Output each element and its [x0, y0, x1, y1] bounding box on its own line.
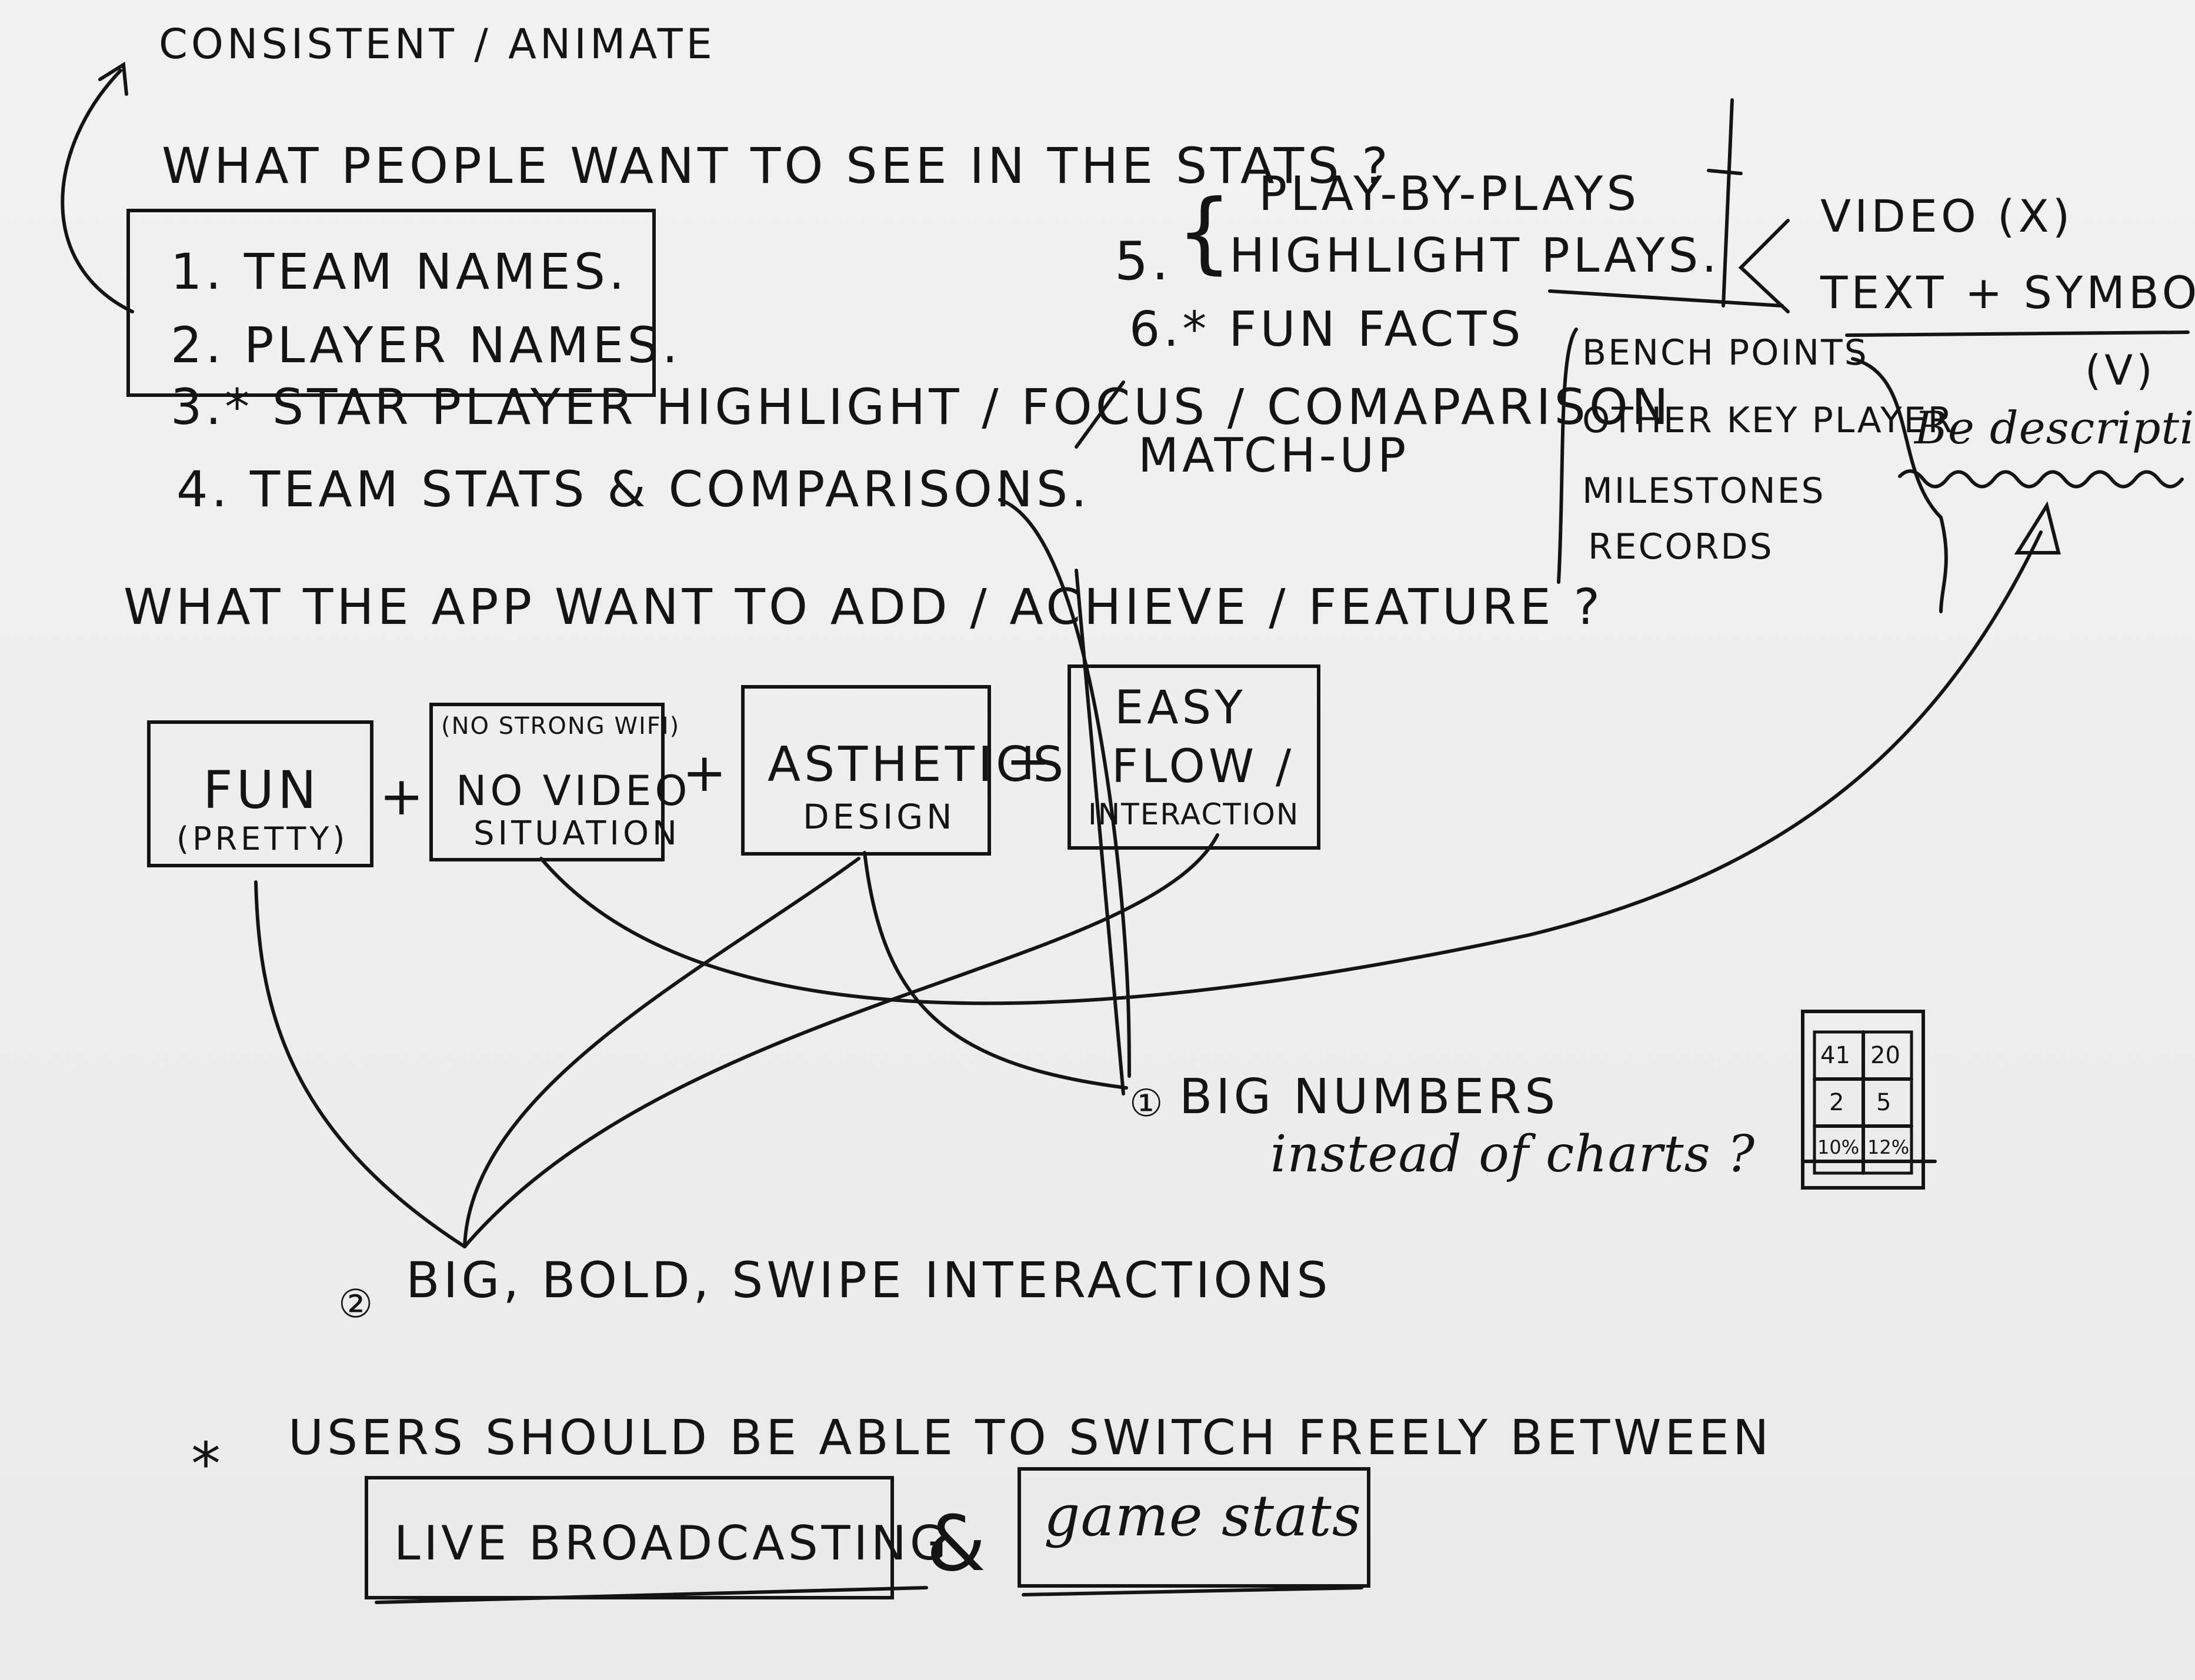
- media-text-symbol-option: TEXT + SYMBOL: [1820, 266, 2195, 319]
- item5-play-by-plays: PLAY-BY-PLAYS: [1259, 166, 1640, 221]
- text-symbol-underline: [1548, 289, 1784, 308]
- plus-2: +: [682, 742, 727, 804]
- triangle-marker: [2014, 501, 2061, 555]
- game-stats-box: [1018, 1467, 1370, 1588]
- item-match-up: MATCH-UP: [1138, 428, 1410, 483]
- grid-cell-41: 41: [1820, 1042, 1850, 1069]
- item5-highlight-plays: HIGHLIGHT PLAYS.: [1229, 228, 1720, 283]
- grid-cell-20: 20: [1870, 1042, 1900, 1069]
- nosignal-to-bignumbers: [1075, 569, 1125, 1095]
- footer-star: *: [191, 1429, 221, 1498]
- big-numbers-marker: ①: [1129, 1082, 1163, 1125]
- fun-fact-records: RECORDS: [1588, 526, 1774, 567]
- descriptive-surround: [1851, 357, 1948, 613]
- live-broadcasting-label: LIVE BROADCASTING: [394, 1516, 950, 1571]
- easy-flow-box-title: EASY: [1115, 682, 1246, 734]
- live-broadcasting-box: [365, 1476, 894, 1599]
- live-underline: [375, 1586, 928, 1604]
- divider-tick: [1707, 169, 1743, 175]
- grid-cell-2: 2: [1829, 1089, 1844, 1116]
- descriptive-wave: [1898, 469, 2184, 489]
- fun-fact-bench-points: BENCH POINTS: [1582, 332, 1869, 373]
- grid-cell-12pct: 12%: [1867, 1136, 1910, 1158]
- text-symbol-underline-2: [1845, 330, 2190, 337]
- fun-box-title: FUN: [203, 760, 320, 820]
- game-underline: [1022, 1586, 1363, 1596]
- star-player-slash: [1075, 380, 1125, 449]
- grid-frame: [1801, 1010, 1925, 1190]
- media-check: (V): [2085, 346, 2156, 395]
- item5-brace: {: [1176, 181, 1233, 283]
- comparisons-curve: [998, 498, 1131, 1078]
- easy-flow-box: [1068, 664, 1320, 850]
- fun-to-swipe: [254, 880, 466, 1248]
- big-numbers-label: BIG NUMBERS: [1179, 1069, 1559, 1125]
- no-video-box: [429, 703, 665, 861]
- long-arrow-to-note: [539, 530, 2043, 1006]
- swipe-label: BIG, BOLD, SWIPE INTERACTIONS: [406, 1251, 1332, 1309]
- fun-box: [147, 720, 373, 867]
- media-video-option: VIDEO (X): [1820, 190, 2074, 242]
- divider-vertical: [1722, 98, 1734, 308]
- app-question: WHAT THE APP WANT TO ADD / ACHIEVE / FEA…: [124, 578, 1604, 636]
- swipe-marker: ②: [338, 1281, 373, 1327]
- no-video-box-wifi: (NO STRONG WIFI): [441, 713, 680, 740]
- plus-1: +: [379, 766, 424, 827]
- no-video-box-sub: SITUATION: [473, 814, 680, 853]
- item-team-names: 1. TEAM NAMES.: [171, 243, 628, 300]
- game-stats-label: game stats: [1044, 1483, 1362, 1549]
- fun-fact-milestones: MILESTONES: [1582, 470, 1826, 512]
- ampersand: &: [926, 1499, 986, 1588]
- grid-cell-10pct: 10%: [1817, 1136, 1860, 1158]
- names-box: [126, 209, 656, 397]
- easy-flow-box-interaction: INTERACTION: [1088, 797, 1300, 831]
- asthetics-box: [741, 685, 991, 856]
- plus-3: +: [1006, 730, 1050, 792]
- fun-box-sub: (PRETTY): [176, 820, 349, 857]
- asthetics-to-bignumbers: [863, 851, 1128, 1090]
- easy-flow-box-flow: FLOW /: [1112, 740, 1295, 793]
- consistent-arrowhead: [98, 61, 128, 96]
- media-note: Be descriptive!: [1914, 402, 2195, 454]
- asthetics-box-title: ASTHETICS: [768, 737, 1068, 793]
- no-video-box-title: NO VIDEO: [456, 767, 691, 815]
- fun-fact-other-key-player: OTHER KEY PLAYER: [1582, 400, 1954, 441]
- grid-cell-5: 5: [1876, 1089, 1892, 1116]
- stats-question: WHAT PEOPLE WANT TO SEE IN THE STATS ?: [162, 137, 1392, 195]
- item6-fun-facts: 6.* FUN FACTS: [1129, 302, 1525, 358]
- asthetics-to-swipe: [463, 857, 860, 1248]
- item-player-names: 2. PLAYER NAMES.: [171, 316, 682, 374]
- item-star-player: 3.* STAR PLAYER HIGHLIGHT / FOCUS / COMA…: [171, 378, 1672, 436]
- media-bracket: [1738, 219, 1790, 313]
- asthetics-box-sub: DESIGN: [803, 797, 956, 837]
- item-team-stats: 4. TEAM STATS & COMPARISONS.: [176, 460, 1090, 518]
- footer-statement: USERS SHOULD BE ABLE TO SWITCH FREELY BE…: [288, 1410, 1773, 1466]
- fun-facts-brace: [1557, 328, 1578, 584]
- instead-of-charts-label: instead of charts ?: [1270, 1125, 1756, 1184]
- easy-to-swipe: [463, 833, 1219, 1248]
- item5-number: 5.: [1115, 231, 1172, 292]
- consistent-animate-label: CONSISTENT / ANIMATE: [159, 20, 716, 68]
- consistent-arrow: [61, 69, 134, 313]
